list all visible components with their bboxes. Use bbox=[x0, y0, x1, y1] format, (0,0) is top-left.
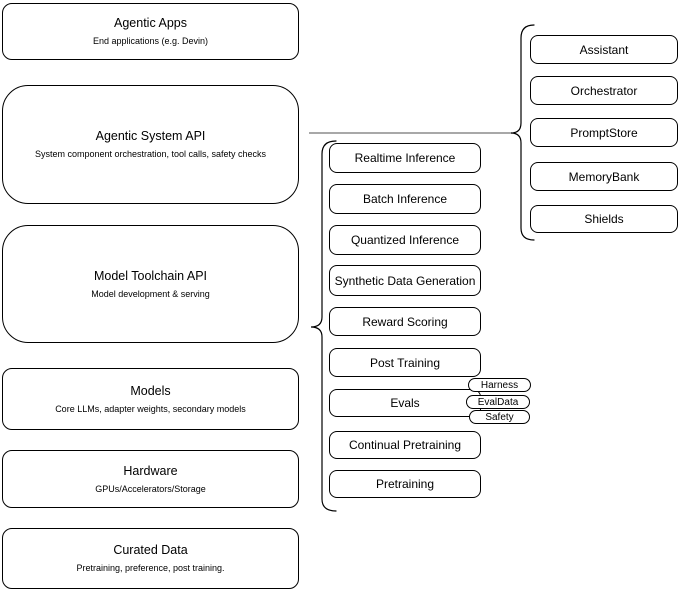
node-subtitle: Pretraining, preference, post training. bbox=[76, 563, 225, 573]
node-post-training: Post Training bbox=[329, 348, 481, 377]
node-curated-data: Curated Data Pretraining, preference, po… bbox=[2, 528, 299, 589]
node-model-toolchain-api: Model Toolchain API Model development & … bbox=[2, 225, 299, 343]
node-subtitle: Model development & serving bbox=[91, 288, 210, 299]
node-reward-scoring: Reward Scoring bbox=[329, 307, 481, 336]
node-title: Agentic Apps bbox=[114, 16, 187, 30]
node-realtime-inference: Realtime Inference bbox=[329, 143, 481, 173]
node-quantized-inference: Quantized Inference bbox=[329, 225, 481, 255]
system-group-bracket bbox=[510, 24, 535, 241]
node-title: Curated Data bbox=[113, 543, 188, 557]
node-evals: Evals bbox=[329, 389, 481, 417]
node-title: Hardware bbox=[123, 463, 178, 478]
node-pretraining: Pretraining bbox=[329, 470, 481, 498]
tag-harness: Harness bbox=[468, 378, 531, 392]
node-title: Models bbox=[130, 383, 171, 398]
node-assistant: Assistant bbox=[530, 35, 678, 64]
node-hardware: Hardware GPUs/Accelerators/Storage bbox=[2, 450, 299, 508]
node-promptstore: PromptStore bbox=[530, 118, 678, 147]
toolchain-group-bracket bbox=[310, 140, 337, 512]
node-title: Agentic System API bbox=[95, 129, 206, 143]
node-models: Models Core LLMs, adapter weights, secon… bbox=[2, 368, 299, 430]
node-agentic-apps: Agentic Apps End applications (e.g. Devi… bbox=[2, 3, 299, 60]
node-orchestrator: Orchestrator bbox=[530, 76, 678, 105]
node-batch-inference: Batch Inference bbox=[329, 184, 481, 214]
node-subtitle: System component orchestration, tool cal… bbox=[34, 149, 267, 159]
node-memorybank: MemoryBank bbox=[530, 162, 678, 191]
node-subtitle: End applications (e.g. Devin) bbox=[92, 36, 209, 46]
node-synthetic-data-generation: Synthetic Data Generation bbox=[329, 265, 481, 296]
node-subtitle: GPUs/Accelerators/Storage bbox=[95, 483, 206, 494]
node-continual-pretraining: Continual Pretraining bbox=[329, 431, 481, 459]
node-shields: Shields bbox=[530, 205, 678, 233]
node-title: Model Toolchain API bbox=[93, 268, 208, 283]
tag-safety: Safety bbox=[469, 410, 530, 424]
node-subtitle: Core LLMs, adapter weights, secondary mo… bbox=[55, 403, 246, 414]
tag-evaldata: EvalData bbox=[466, 395, 530, 409]
node-agentic-system-api: Agentic System API System component orch… bbox=[2, 85, 299, 204]
